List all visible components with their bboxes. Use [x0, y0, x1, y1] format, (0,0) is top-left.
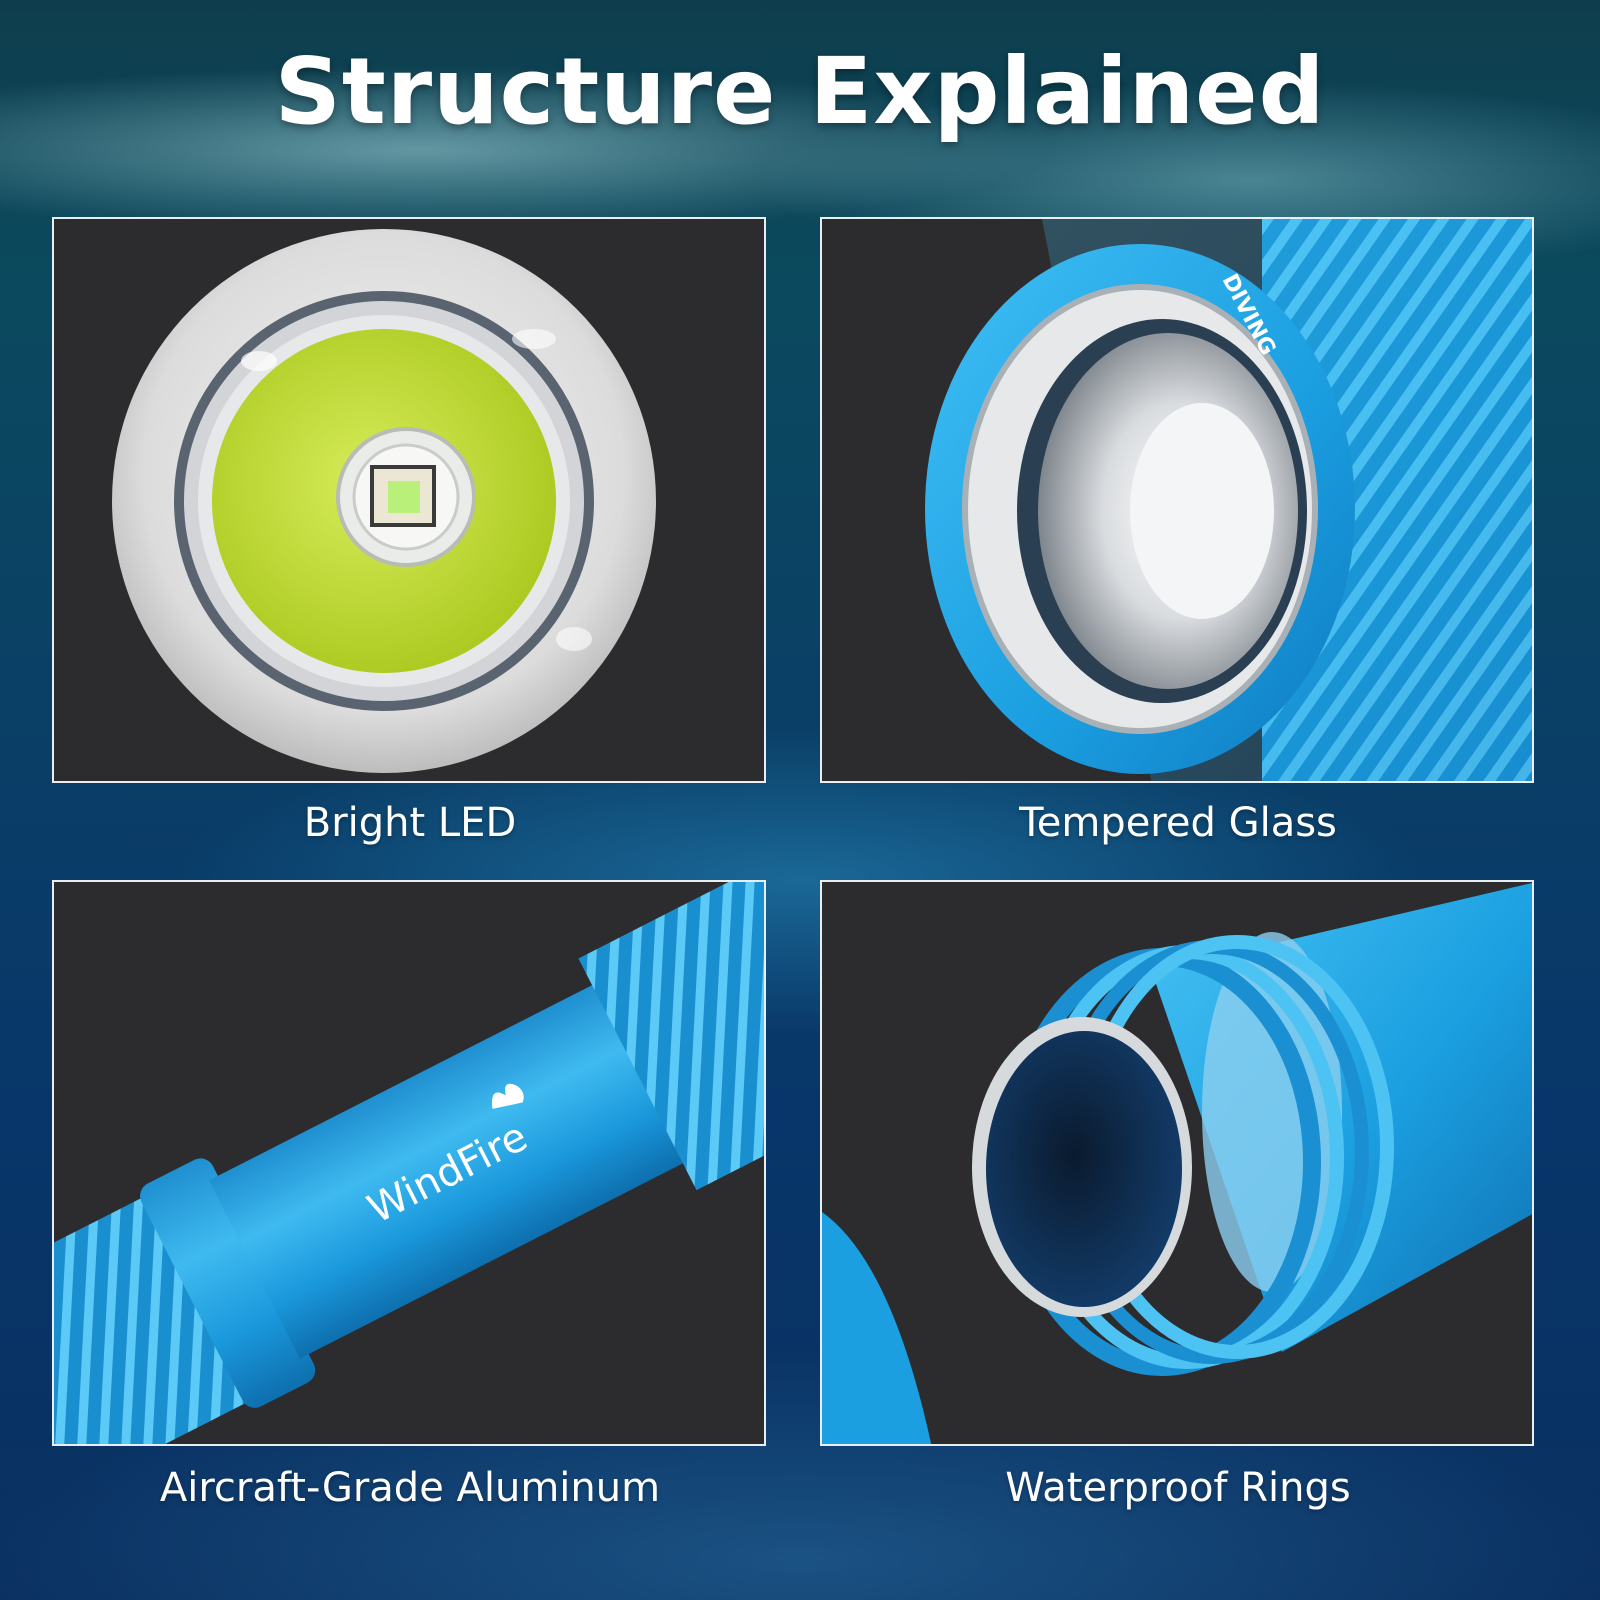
bright-led-image [52, 217, 766, 783]
tempered-glass-image: DIVING [820, 217, 1534, 783]
caption-waterproof-rings: Waterproof Rings [1005, 1465, 1351, 1511]
glass-bezel-illustration: DIVING [925, 219, 1532, 781]
led-head-illustration [112, 229, 656, 773]
caption-bright-led: Bright LED [303, 800, 517, 846]
aircraft-aluminum-image: WindFire [52, 880, 766, 1446]
flame-icon [491, 1083, 524, 1109]
aluminum-body-illustration: WindFire [54, 882, 764, 1444]
caption-aircraft-aluminum: Aircraft-Grade Aluminum [159, 1465, 661, 1511]
waterproof-rings-image [820, 880, 1534, 1446]
thread-oring-illustration [822, 882, 1532, 1444]
caption-tempered-glass: Tempered Glass [1019, 800, 1337, 846]
page-title: Structure Explained [274, 38, 1326, 145]
